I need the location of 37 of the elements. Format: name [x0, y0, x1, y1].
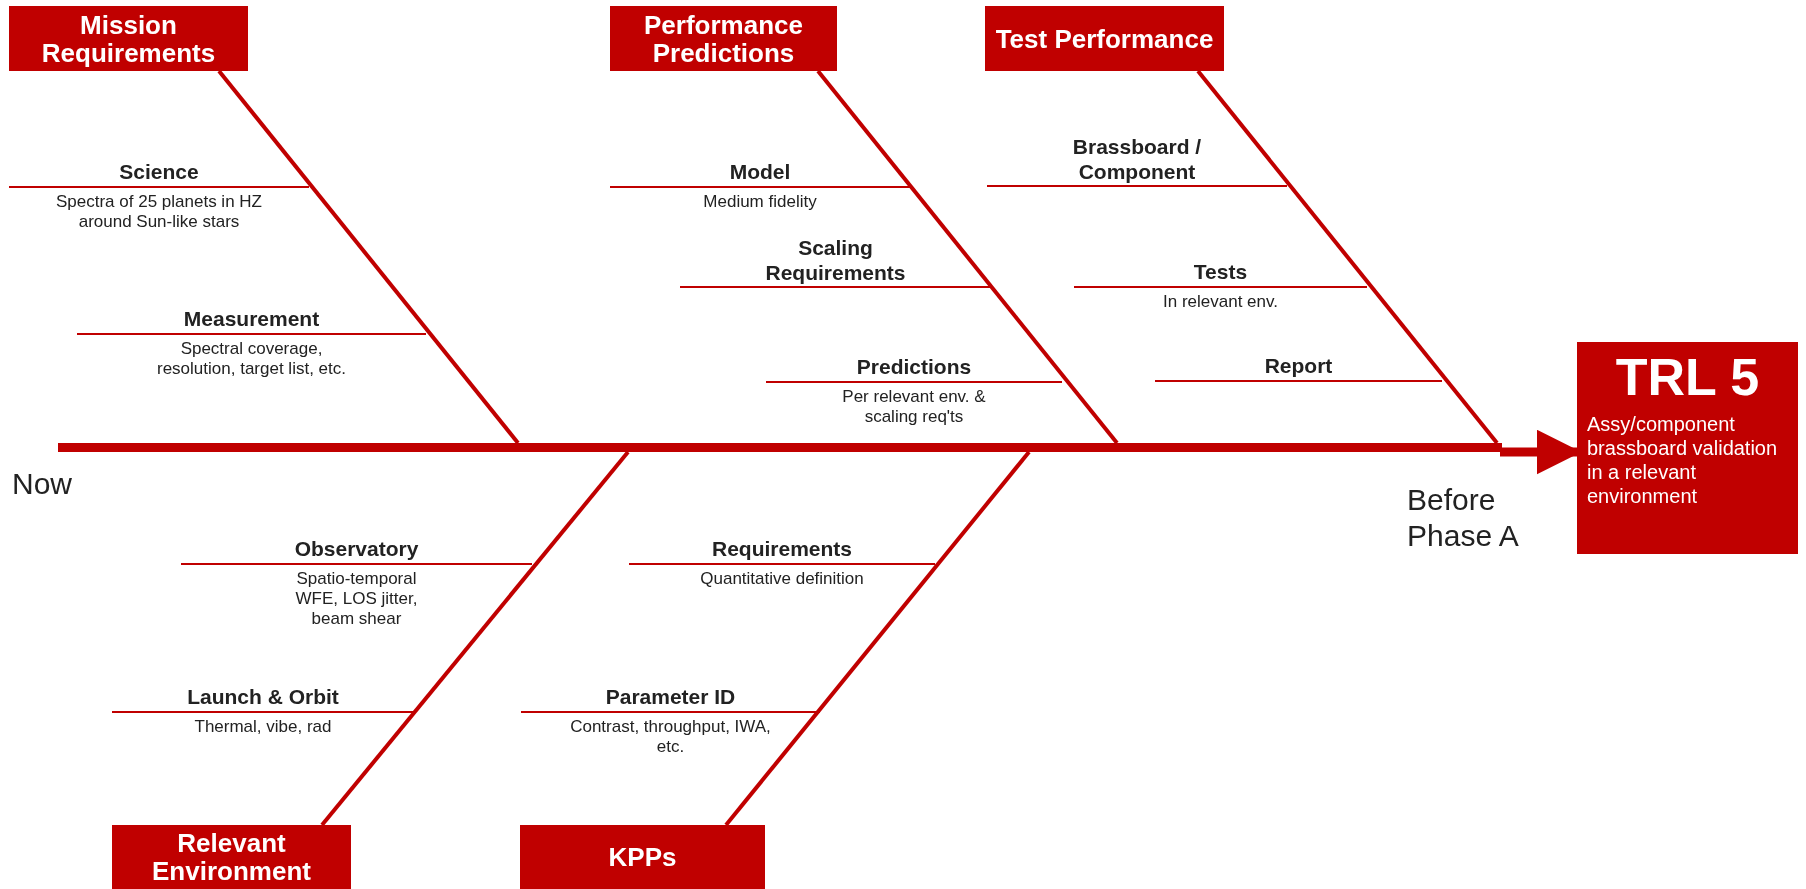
category-box: Relevant Environment: [112, 825, 351, 889]
cause-heading: Brassboard / Component: [1071, 134, 1203, 185]
cause-heading: Launch & Orbit: [112, 684, 414, 713]
cause-heading: Predictions: [766, 354, 1062, 383]
outcome-box: [1577, 342, 1798, 554]
timeline-label: Now: [12, 466, 73, 502]
cause-heading: Observatory: [181, 536, 532, 565]
cause-note: Spectra of 25 planets in HZ around Sun-like stars: [55, 192, 263, 232]
cause-heading: Model: [610, 159, 910, 188]
connector-line: [217, 69, 520, 445]
cause-heading: Science: [9, 159, 309, 188]
cause-note: Spatio-temporal WFE, LOS jitter, beam shear: [294, 569, 419, 629]
cause-heading: Scaling Requirements: [764, 235, 907, 286]
category-box: Test Performance: [985, 6, 1224, 71]
connector-line: [724, 450, 1031, 827]
category-box: Performance Predictions: [610, 6, 837, 71]
connector-line: [816, 69, 1119, 445]
connector-line: [1196, 69, 1499, 445]
cause-note: Per relevant env. & scaling req'ts: [841, 387, 987, 427]
category-box: Mission Requirements: [9, 6, 248, 71]
cause-heading: Tests: [1074, 259, 1367, 288]
outcome-heading: TRL 5: [1614, 348, 1761, 406]
cause-note: Medium fidelity: [702, 192, 818, 212]
timeline-label: Before Phase A: [1407, 482, 1520, 554]
cause-note: Contrast, throughput, IWA, etc.: [569, 717, 772, 757]
cause-note: Thermal, vibe, rad: [193, 717, 333, 737]
connector-line: [320, 450, 630, 827]
cause-heading: Report: [1155, 353, 1442, 382]
cause-heading: Parameter ID: [521, 684, 820, 713]
cause-note: Spectral coverage, resolution, target list, etc.: [156, 339, 347, 379]
category-box: KPPs: [520, 825, 765, 889]
cause-note: In relevant env.: [1162, 292, 1279, 312]
cause-heading: Requirements: [629, 536, 935, 565]
cause-note: Quantitative definition: [699, 569, 865, 589]
spine-bar: [58, 443, 1502, 452]
outcome-description: Assy/component brassboard validation in a relevant environment: [1587, 412, 1779, 508]
cause-heading: Measurement: [77, 306, 426, 335]
